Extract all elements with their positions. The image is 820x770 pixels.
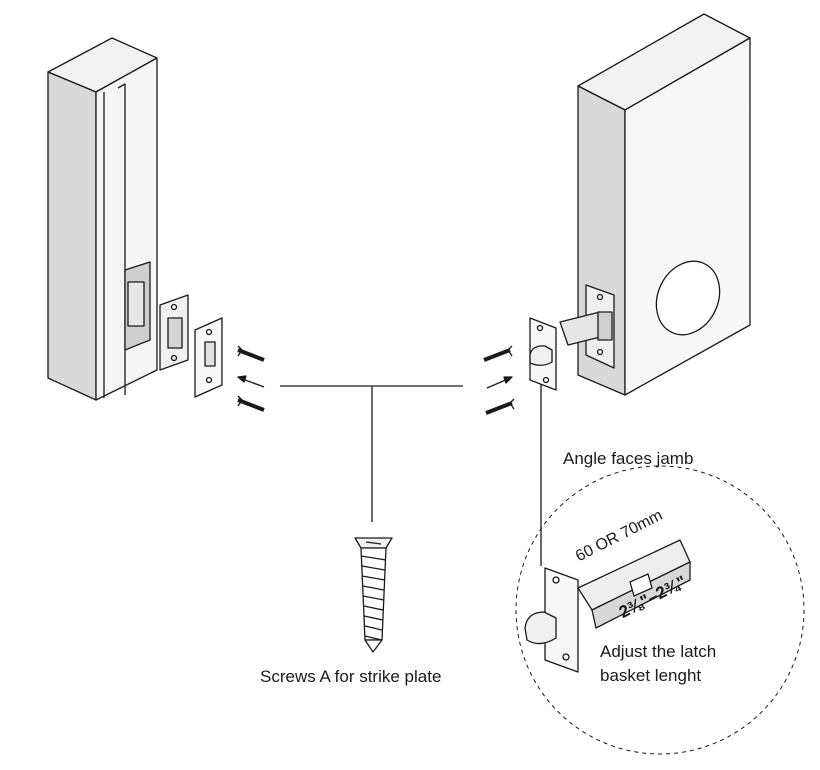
leader-lines bbox=[280, 370, 542, 566]
door-block bbox=[577, 13, 751, 396]
adjust-latch-label: Adjust the latch basket lenght bbox=[600, 640, 770, 688]
screws-a-label: Screws A for strike plate bbox=[260, 667, 442, 686]
strike-screw-icon bbox=[237, 345, 265, 412]
latch-screw-icon bbox=[483, 345, 515, 415]
adjust-latch-line2: basket lenght bbox=[600, 666, 702, 685]
screw-a-icon bbox=[354, 537, 393, 653]
latch-assembly bbox=[529, 311, 613, 391]
strike-plate bbox=[194, 317, 223, 398]
detail-latch bbox=[524, 539, 691, 673]
door-jamb bbox=[47, 37, 158, 401]
angle-faces-jamb-label: Angle faces jamb bbox=[563, 449, 694, 468]
strike-box bbox=[159, 294, 189, 371]
arrow-right-icon bbox=[486, 376, 513, 389]
arrow-left-icon bbox=[237, 375, 265, 388]
detail-circle bbox=[515, 465, 805, 755]
adjust-latch-line1: Adjust the latch bbox=[600, 642, 717, 661]
